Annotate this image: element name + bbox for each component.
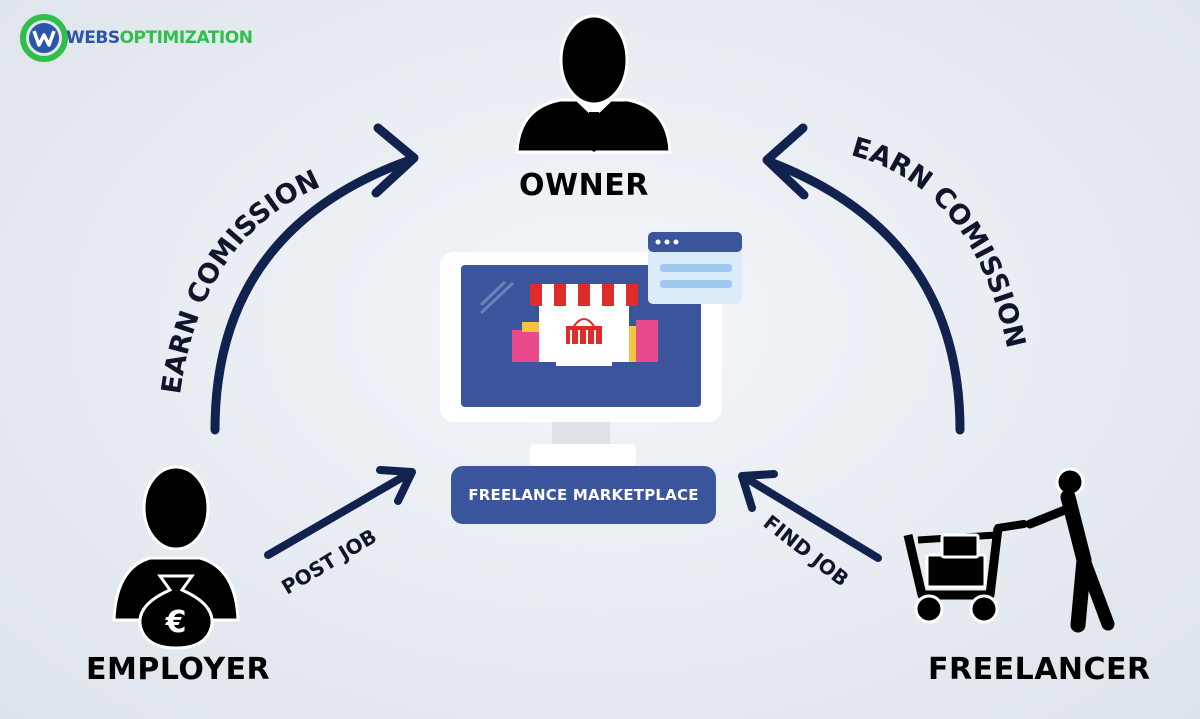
euro-icon: € (165, 605, 187, 640)
find-job-label: FIND JOB (759, 510, 854, 591)
logo-text: WEBSOPTIMIZATION (66, 28, 253, 48)
earn-commission-left-label: EARN COMISSION (156, 164, 324, 396)
logo-text-a: WEBS (66, 28, 120, 48)
shop-icon (512, 284, 658, 366)
employer-label: EMPLOYER (86, 652, 271, 687)
freelancer-label: FREELANCER (928, 652, 1151, 687)
logo-mark-icon (20, 14, 68, 62)
owner-icon (515, 14, 672, 154)
arrow-earn-commission-right (762, 123, 965, 435)
arrow-earn-commission-left (210, 123, 419, 435)
freelancer-icon (903, 467, 1115, 633)
employer-icon: € (112, 465, 240, 650)
arrow-find-job (738, 470, 882, 562)
post-job-label: POST JOB (277, 524, 381, 599)
owner-label: OWNER (519, 168, 649, 203)
freelance-marketplace-label: FREELANCE MARKETPLACE (451, 466, 716, 524)
arrow-post-job (264, 466, 416, 559)
logo-text-b: OPTIMIZATION (119, 28, 253, 48)
browser-window-icon (648, 232, 742, 304)
